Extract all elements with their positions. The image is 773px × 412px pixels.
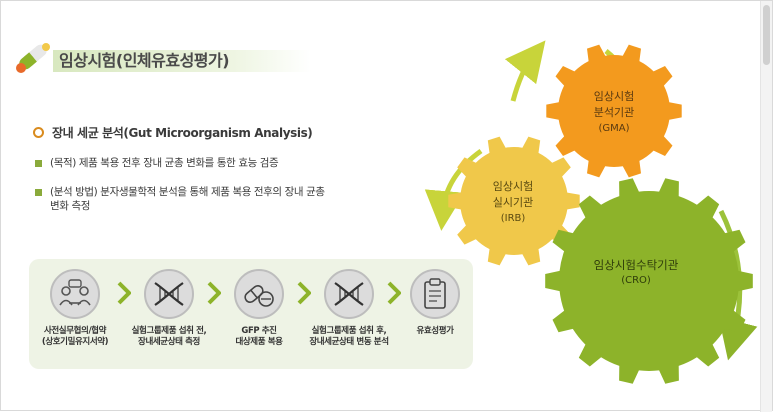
step-label: 실험그룹제품 섭취 후, (311, 326, 387, 336)
step-label: 사전실무협의/협약 (43, 326, 107, 336)
sub-bullet-method: (분석 방법) 분자생물학적 분석을 통해 제품 복용 전후의 장내 균총 변화… (35, 185, 335, 213)
gear-irb-line2: 실시기관 (492, 196, 534, 209)
process-step: 실험그룹제품 섭취 후,장내세균상태 변동 분석 (307, 269, 391, 348)
dna-icon (144, 269, 194, 319)
process-step: 유효성평가 (393, 269, 477, 337)
step-label: 실험그룹제품 섭취 전, (131, 326, 207, 336)
process-panel: 사전실무협의/협약(상호기밀유지서약) 실험그룹제품 섭취 전,장내세균상태 측… (29, 259, 473, 369)
gear-irb-line3: (IRB) (500, 213, 526, 224)
process-step: 실험그룹제품 섭취 전,장내세균상태 측정 (127, 269, 211, 348)
gear-irb-label: 임상시험 실시기관 (IRB) (478, 179, 548, 227)
step-label: 대상제품 복용 (235, 337, 283, 347)
gear-gma-shape (546, 44, 682, 178)
chevron-right-icon (117, 281, 131, 305)
step-label: GFP 추진 (241, 326, 277, 336)
gear-gma-line3: (GMA) (598, 123, 630, 134)
gear-cro-label: 임상시험수탁기관 (CRO) (581, 257, 691, 289)
step-label: (상호기밀유지서약) (41, 337, 109, 347)
pills-icon (234, 269, 284, 319)
process-step: 사전실무협의/협약(상호기밀유지서약) (33, 269, 117, 348)
gear-irb-shape (448, 136, 580, 266)
square-bullet-icon (35, 189, 42, 196)
chevron-right-icon (297, 281, 311, 305)
gears-diagram (424, 40, 758, 384)
capsule-logo-icon (16, 43, 50, 73)
sub-bullet-text: (목적) 제품 복용 전후 장내 균총 변화를 통한 효능 검증 (50, 157, 279, 169)
gear-gma-line2: 분석기관 (593, 106, 635, 119)
gear-gma-line1: 임상시험 (593, 90, 635, 103)
gear-cro-line1: 임상시험수탁기관 (593, 258, 679, 272)
dna-icon (324, 269, 374, 319)
title-highlight (53, 50, 311, 72)
gear-cro-shape (545, 178, 753, 384)
vertical-scrollbar[interactable] (760, 1, 772, 412)
gear-cro-line2: (CRO) (621, 275, 651, 286)
sub-bullet-purpose: (목적) 제품 복용 전후 장내 균총 변화를 통한 효능 검증 (35, 156, 279, 170)
cycle-arrow-top (504, 40, 546, 102)
step-label: 장내세균상태 변동 분석 (309, 337, 389, 347)
cycle-arrow-left (424, 148, 483, 231)
main-bullet: 장내 세균 분석(Gut Microorganism Analysis) (33, 124, 313, 141)
ring-bullet-icon (33, 127, 44, 138)
clipboard-icon (410, 269, 460, 319)
step-label: 장내세균상태 측정 (138, 337, 200, 347)
meeting-icon (50, 269, 100, 319)
gear-irb-line1: 임상시험 (492, 180, 534, 193)
sub-bullet-text: (분석 방법) 분자생물학적 분석을 통해 제품 복용 전후의 장내 균총 변화… (50, 186, 325, 212)
main-bullet-text: 장내 세균 분석(Gut Microorganism Analysis) (52, 126, 313, 140)
page-title: 임상시험(인체유효성평가) (59, 51, 230, 70)
scrollbar-thumb[interactable] (763, 5, 770, 65)
chevron-right-icon (207, 281, 221, 305)
step-label: 유효성평가 (416, 326, 454, 336)
square-bullet-icon (35, 160, 42, 167)
chevron-right-icon (387, 281, 401, 305)
gear-gma-label: 임상시험 분석기관 (GMA) (579, 89, 649, 137)
